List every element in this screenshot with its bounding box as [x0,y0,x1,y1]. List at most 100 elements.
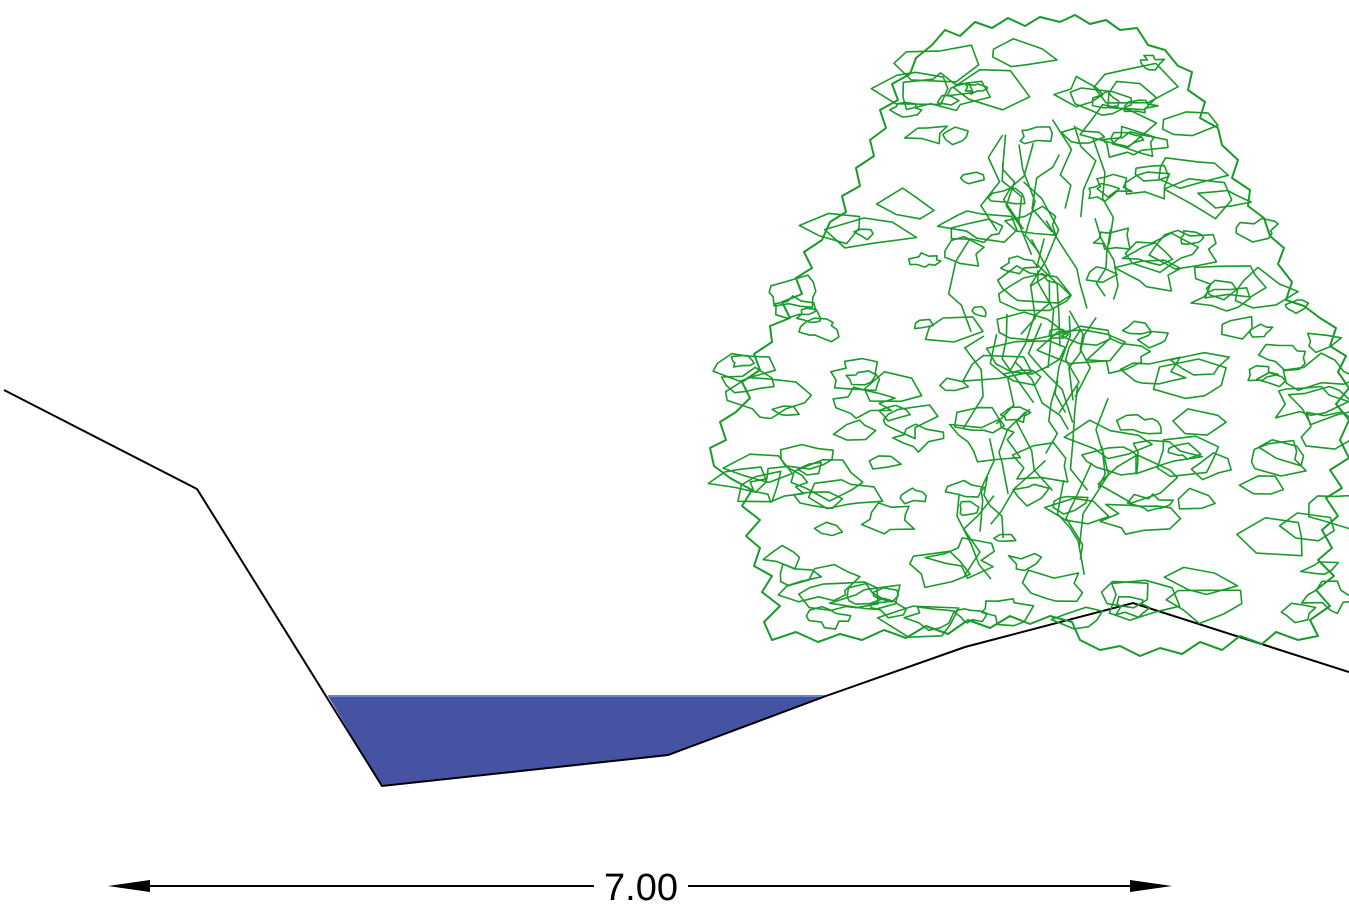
foliage-cluster [777,563,861,603]
foliage-cluster [1167,442,1202,460]
foliage-cluster [1123,99,1159,114]
foliage-cluster [1148,229,1218,270]
dimension-label: 7.00 [604,867,678,908]
branch-stroke [1069,385,1089,491]
branch-stroke [1001,134,1022,229]
foliage-cluster [860,502,916,535]
foliage-cluster [953,406,1006,434]
foliage-cluster [797,461,822,476]
foliage-cluster [1124,232,1200,274]
branch-stroke [1018,144,1040,253]
foliage-cluster [1300,561,1340,575]
foliage-cluster [1093,62,1179,104]
foliage-cluster [1165,589,1243,625]
foliage-cluster [1007,552,1043,572]
foliage-cluster [762,544,801,570]
foliage-cluster [1280,602,1317,624]
foliage-cluster [722,453,794,484]
foliage-cluster [1121,242,1174,266]
foliage-cluster [936,210,1018,243]
foliage-cluster [1161,111,1219,137]
foliage-cluster [1115,596,1151,619]
foliage-cluster [996,265,1072,304]
foliage-cluster [1282,352,1349,392]
branch-stroke [1037,270,1055,369]
foliage-cluster [899,487,927,505]
dimension-arrow-right [1130,880,1172,892]
branch-stroke [989,334,1015,425]
foliage-cluster [1086,337,1152,375]
foliage-cluster [987,187,1026,205]
branch-stroke [1001,313,1035,404]
foliage-cluster [913,318,935,330]
foliage-cluster [875,187,935,220]
branch-stroke [1056,479,1086,575]
foliage-cluster [1172,408,1227,436]
foliage-cluster [991,38,1058,68]
foliage-cluster [1235,217,1279,243]
foliage-cluster [872,587,900,603]
foliage-cluster [1300,411,1349,450]
dimension-arrow-left [108,880,150,892]
foliage-cluster [813,521,844,537]
branch-stroke [998,411,1027,495]
foliage-cluster [882,404,939,440]
foliage-cluster [889,101,923,118]
foliage-cluster [944,235,985,267]
foliage-cluster [790,458,864,502]
branch-stroke [956,493,992,580]
foliage-cluster [909,550,971,589]
branch-stroke [1020,239,1051,335]
foliage-cluster [749,465,809,503]
foliage-cluster [944,479,986,498]
branch-stroke [979,438,996,532]
branch-stroke [1095,229,1112,297]
foliage-cluster [1115,413,1162,435]
foliage-cluster [1107,80,1158,111]
foliage-cluster [1190,287,1251,312]
branch-stroke [979,134,1004,232]
foliage-cluster [798,581,879,612]
foliage-cluster [981,598,1035,627]
foliage-cluster [893,44,980,83]
branch-stroke [1095,397,1109,488]
branch-stroke [1068,310,1092,398]
foliage-cluster [1152,358,1227,400]
foliage-cluster [1108,579,1181,621]
foliage-cluster [779,443,834,470]
branch-stroke [1094,217,1119,300]
foliage-cluster [1092,227,1131,250]
ground-profile [3,389,1349,788]
foliage-cluster [1180,230,1205,246]
foliage-cluster [1156,435,1220,478]
foliage-cluster [936,94,960,106]
foliage-cluster [1177,487,1216,510]
branch-stroke [962,335,985,429]
foliage-cluster [1012,483,1050,507]
foliage-cluster [1085,266,1119,284]
branch-stroke [1073,125,1097,218]
branch-stroke [1092,137,1115,245]
foliage-cluster [1236,517,1303,557]
branch-stroke [1068,317,1097,401]
foliage-cluster [1163,566,1239,596]
foliage-cluster [1306,332,1343,354]
foliage-cluster [903,606,956,632]
foliage-cluster [1004,205,1057,236]
foliage-cluster [1119,356,1187,385]
foliage-cluster [902,72,992,112]
foliage-cluster [1205,279,1238,301]
foliage-cluster [868,455,902,470]
branch-stroke [1014,360,1069,430]
branch-stroke [1078,445,1110,547]
foliage-cluster [768,274,817,308]
foliage-cluster [1284,299,1310,315]
foliage-cluster [1099,503,1182,535]
foliage-cluster [771,405,800,417]
foliage-cluster [1069,87,1132,116]
branch-stroke [1031,154,1061,233]
foliage-cluster [1060,325,1112,346]
foliage-cluster [1124,171,1171,200]
foliage-cluster [1132,439,1204,475]
foliage-cluster [774,295,817,319]
